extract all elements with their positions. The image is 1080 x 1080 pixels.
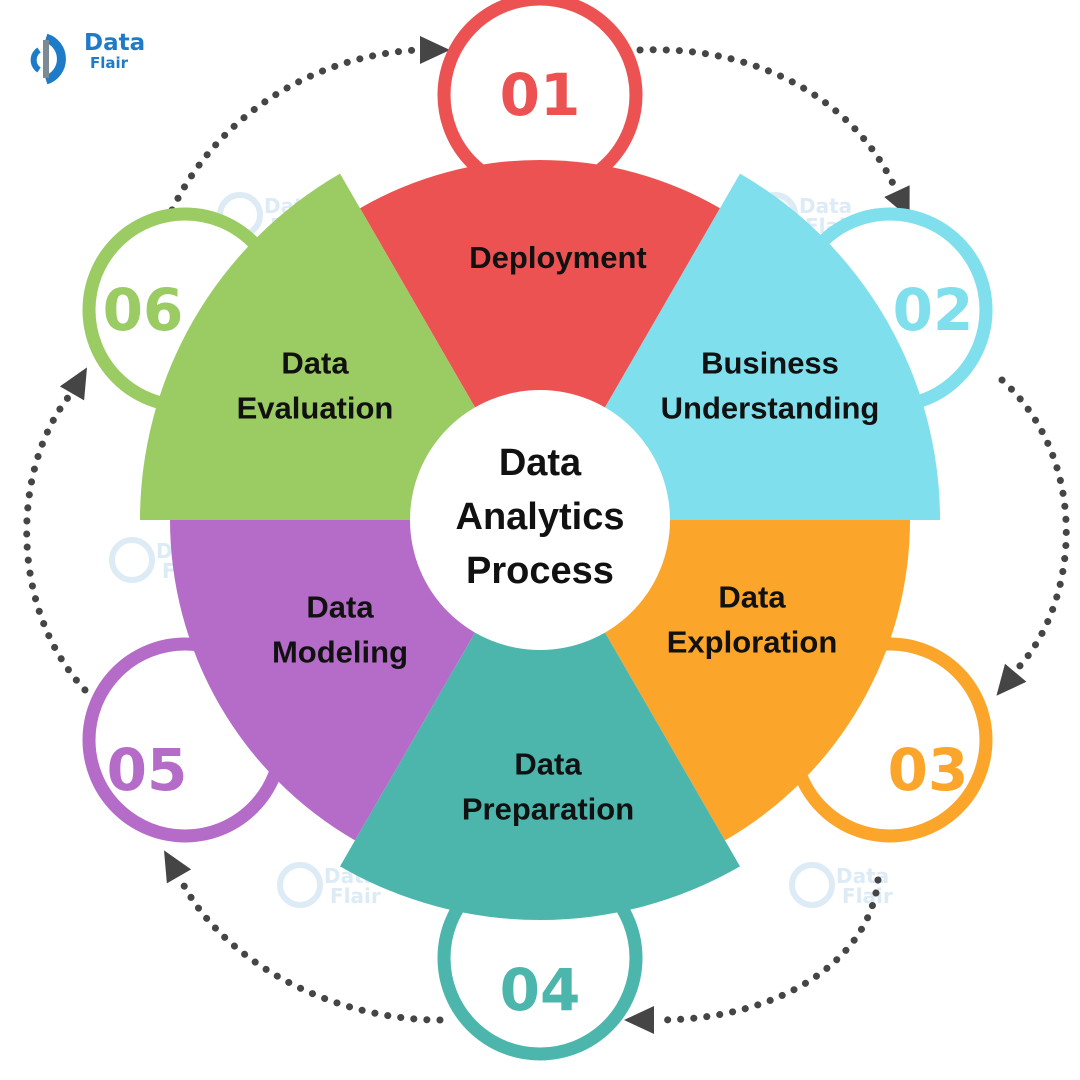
cycle-arrowhead-icon	[59, 367, 87, 401]
step-number: 02	[893, 276, 974, 344]
cycle-arrow-path	[168, 46, 422, 214]
svg-text:Flair: Flair	[330, 884, 381, 908]
step-number: 04	[500, 956, 581, 1024]
logo-line-1: Data	[84, 30, 146, 56]
svg-text:Flair: Flair	[842, 884, 893, 908]
step-number: 06	[103, 276, 184, 344]
cycle-arrowhead-icon	[420, 36, 450, 64]
stage-segment	[360, 159, 720, 521]
center-title: Process	[466, 550, 614, 592]
center-hub	[410, 390, 670, 650]
logo-d-icon	[30, 33, 66, 85]
stage-label: Understanding	[661, 391, 880, 426]
center-title: Analytics	[456, 496, 625, 538]
stage-label: Exploration	[667, 625, 838, 660]
cycle-arrow-path	[636, 46, 899, 192]
svg-text:Data: Data	[799, 194, 852, 218]
dataflair-logo: Data Flair	[26, 30, 166, 86]
stage-label: Business	[701, 346, 839, 381]
stage-label: Data	[306, 590, 374, 625]
stage-segment	[340, 520, 740, 920]
stage-label: Preparation	[462, 792, 634, 827]
step-number: 05	[107, 736, 188, 804]
cycle-arrowhead-icon	[624, 1006, 654, 1034]
stage-label: Deployment	[469, 240, 646, 275]
cycle-arrowhead-icon	[164, 850, 192, 884]
stage-label: Data	[514, 747, 582, 782]
cycle-arrow-path	[654, 876, 882, 1024]
step-number: 01	[500, 61, 581, 129]
center-title: Data	[499, 442, 582, 484]
stage-label: Data	[718, 580, 786, 615]
step-number: 03	[888, 736, 969, 804]
stage-label: Modeling	[272, 635, 408, 670]
cycle-arrow-path	[998, 376, 1070, 672]
stage-label: Evaluation	[237, 391, 394, 426]
cycle-arrow-path	[23, 391, 89, 694]
svg-text:Data: Data	[836, 864, 889, 888]
stage-label: Data	[281, 346, 349, 381]
cycle-arrow-path	[176, 874, 444, 1024]
stage-segment	[540, 173, 940, 520]
cycle-arrowhead-icon	[996, 663, 1027, 696]
stage-segment	[140, 173, 540, 520]
logo-line-2: Flair	[90, 54, 129, 72]
